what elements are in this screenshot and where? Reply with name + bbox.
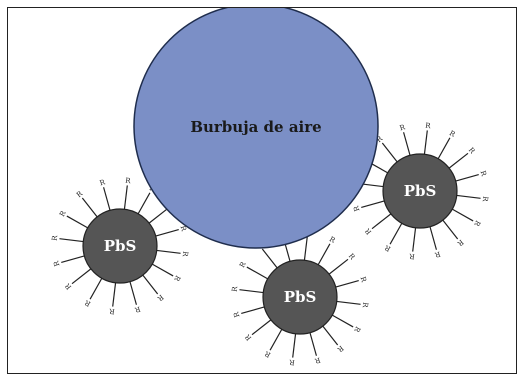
ligand-chain [261, 248, 278, 269]
ligand-chain [456, 194, 481, 199]
ligand-label: R [479, 170, 488, 178]
ligand-chain [402, 132, 411, 156]
ligand-chain [269, 328, 283, 351]
ligand-label: R [335, 344, 345, 354]
ligand-label: R [359, 276, 368, 284]
ligand-label: R [125, 177, 132, 186]
ligand-chain [437, 137, 451, 160]
flotation-diagram: R R R R R R R R R R R R R R R R R R R R R R R R R R R R R R R R R R R R R R R R… [51, 8, 490, 367]
ligand-label: R [51, 234, 60, 241]
ligand-label: R [288, 358, 295, 367]
ligand-chain [81, 197, 98, 218]
ligand-chain [412, 227, 417, 252]
ligand-chain [328, 258, 349, 275]
particle-layer: PbS PbS PbS [82, 153, 458, 335]
ligand-label: R [232, 310, 241, 318]
ligand-label: R [467, 146, 477, 156]
ligand-label: R [133, 305, 141, 314]
ligand-label: R [472, 219, 482, 228]
ligand-chain [59, 238, 84, 243]
ligand-chain [336, 300, 361, 305]
ligand-chain [148, 207, 169, 224]
ligand-chain [389, 222, 403, 245]
ligand-chain [455, 173, 479, 182]
ligand-label: R [108, 307, 115, 316]
ligand-chain [123, 185, 128, 210]
ligand-label: R [328, 235, 337, 245]
ligand-chain [317, 243, 331, 266]
ligand-chain [151, 263, 174, 277]
ligand-chain [251, 319, 272, 336]
ligand-label: R [179, 225, 188, 233]
ligand-chain [322, 325, 339, 346]
pbs-particle-right [382, 153, 458, 229]
ligand-label: R [181, 251, 190, 258]
ligand-label: R [52, 259, 61, 267]
ligand-label: R [361, 302, 370, 309]
ligand-label: R [425, 122, 432, 131]
ligand-chain [371, 213, 392, 230]
ligand-label: R [238, 260, 248, 269]
ligand-chain [137, 192, 151, 215]
ligand-chain [442, 219, 459, 240]
ligand-chain [71, 268, 92, 285]
ligand-chain [451, 208, 474, 222]
ligand-label: R [231, 285, 240, 292]
ligand-label: R [155, 293, 165, 303]
ligand-label: R [347, 252, 357, 262]
ligand-label: R [75, 189, 85, 199]
ligand-label: R [448, 129, 457, 139]
ligand-chain [361, 200, 385, 209]
ligand-label: R [313, 356, 321, 365]
ligand-label: R [433, 250, 441, 259]
pbs-particle-bottom [262, 259, 338, 335]
ligand-chain [331, 314, 354, 328]
ligand-label: R [58, 209, 68, 218]
ligand-layer: R R R R R R R R R R R R R R R R R R R R R R R R R R R R R R R R R R R R R R R R… [51, 122, 490, 367]
ligand-label: R [408, 252, 415, 261]
ligand-chain [112, 282, 117, 307]
ligand-label: R [481, 196, 490, 203]
ligand-label: R [83, 298, 92, 308]
pbs-particle-label: PbS [284, 288, 317, 306]
ligand-label: R [383, 243, 392, 253]
ligand-chain [155, 228, 179, 237]
ligand-chain [309, 332, 318, 356]
ligand-label: R [363, 226, 373, 236]
ligand-label: R [63, 281, 73, 291]
ligand-label: R [352, 325, 362, 334]
ligand-chain [142, 274, 159, 295]
ligand-chain [292, 333, 297, 358]
diagram-frame: R R R R R R R R R R R R R R R R R R R R R R R R R R R R R R R R R R R R R R R R… [7, 7, 517, 374]
ligand-label: R [455, 238, 465, 248]
ligand-label: R [352, 204, 361, 212]
ligand-chain [239, 289, 264, 294]
ligand-chain [448, 152, 469, 169]
ligand-chain [241, 306, 265, 315]
ligand-chain [429, 226, 438, 250]
ligand-label: R [263, 349, 272, 359]
ligand-chain [156, 249, 181, 254]
ligand-label: R [399, 123, 407, 132]
pbs-particle-label: PbS [404, 182, 437, 200]
ligand-chain [61, 255, 85, 264]
ligand-chain [335, 279, 359, 288]
ligand-chain [423, 130, 428, 155]
ligand-chain [129, 281, 138, 305]
ligand-label: R [99, 178, 107, 187]
ligand-chain [89, 277, 103, 300]
air-bubble-label: Burbuja de aire [190, 118, 321, 136]
ligand-chain [303, 236, 308, 261]
ligand-chain [102, 187, 111, 211]
air-bubble [133, 8, 379, 249]
ligand-label: R [172, 274, 182, 283]
ligand-chain [381, 142, 398, 163]
ligand-chain [246, 266, 269, 280]
ligand-chain [66, 215, 89, 229]
ligand-label: R [243, 332, 253, 342]
pbs-particle-label: PbS [104, 237, 137, 255]
pbs-particle-left [82, 208, 158, 284]
ligand-label: R [375, 134, 385, 144]
